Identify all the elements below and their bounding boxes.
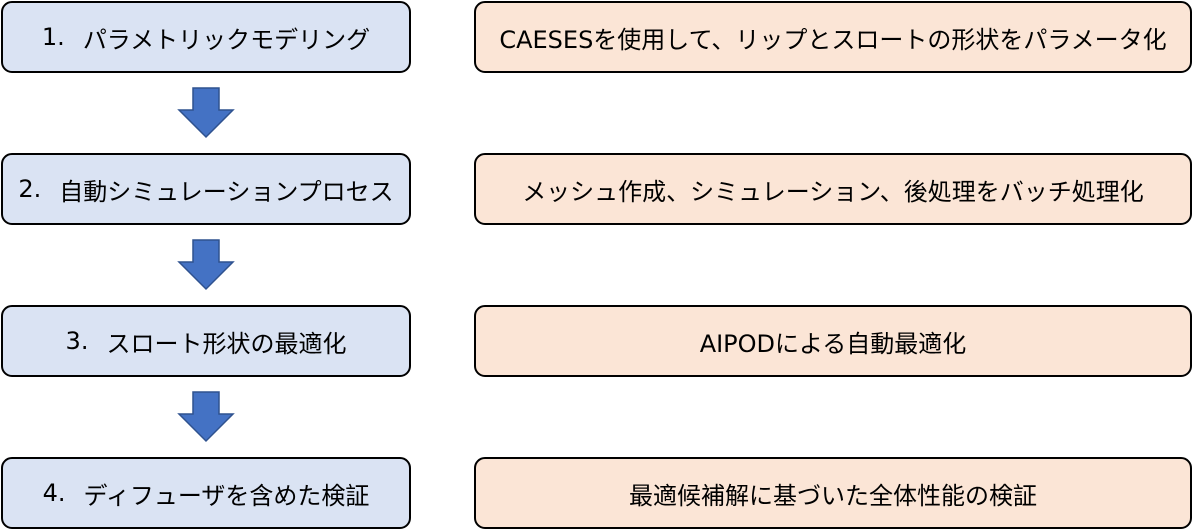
down-arrow-icon-3 <box>177 391 235 443</box>
step-row-4: 4. ディフューザを含めた検証 最適候補解に基づいた全体性能の検証 <box>0 457 1193 531</box>
down-arrow-icon-1 <box>177 87 235 139</box>
step-number-2: 2. <box>18 175 42 203</box>
step-title-2: 自動シミュレーションプロセス <box>59 177 394 206</box>
step-number-1: 1. <box>41 23 65 51</box>
step-box-2: 2. 自動シミュレーションプロセス <box>1 153 411 225</box>
step-row-2: 2. 自動シミュレーションプロセス メッシュ作成、シミュレーション、後処理をバッ… <box>0 153 1193 227</box>
step-number-4: 4. <box>42 479 66 507</box>
step-description-text-3: AIPODによる自動最適化 <box>699 329 967 358</box>
step-box-1: 1. パラメトリックモデリング <box>1 1 411 73</box>
step-row-3: 3. スロート形状の最適化 AIPODによる自動最適化 <box>0 305 1193 379</box>
step-title-4: ディフューザを含めた検証 <box>83 481 370 510</box>
step-description-3: AIPODによる自動最適化 <box>474 305 1192 377</box>
step-box-3: 3. スロート形状の最適化 <box>1 305 411 377</box>
step-title-3: スロート形状の最適化 <box>106 329 347 358</box>
step-description-2: メッシュ作成、シミュレーション、後処理をバッチ処理化 <box>474 153 1192 225</box>
step-title-1: パラメトリックモデリング <box>82 25 371 54</box>
step-description-text-1: CAESESを使用して、リップとスロートの形状をパラメータ化 <box>499 25 1167 54</box>
step-description-4: 最適候補解に基づいた全体性能の検証 <box>474 457 1192 529</box>
down-arrow-icon-2 <box>177 239 235 291</box>
step-description-text-4: 最適候補解に基づいた全体性能の検証 <box>629 481 1037 510</box>
step-description-text-2: メッシュ作成、シミュレーション、後処理をバッチ処理化 <box>522 177 1144 206</box>
step-box-4: 4. ディフューザを含めた検証 <box>1 457 411 529</box>
step-description-1: CAESESを使用して、リップとスロートの形状をパラメータ化 <box>474 1 1192 73</box>
step-row-1: 1. パラメトリックモデリング CAESESを使用して、リップとスロートの形状を… <box>0 1 1193 75</box>
step-number-3: 3. <box>65 327 89 355</box>
